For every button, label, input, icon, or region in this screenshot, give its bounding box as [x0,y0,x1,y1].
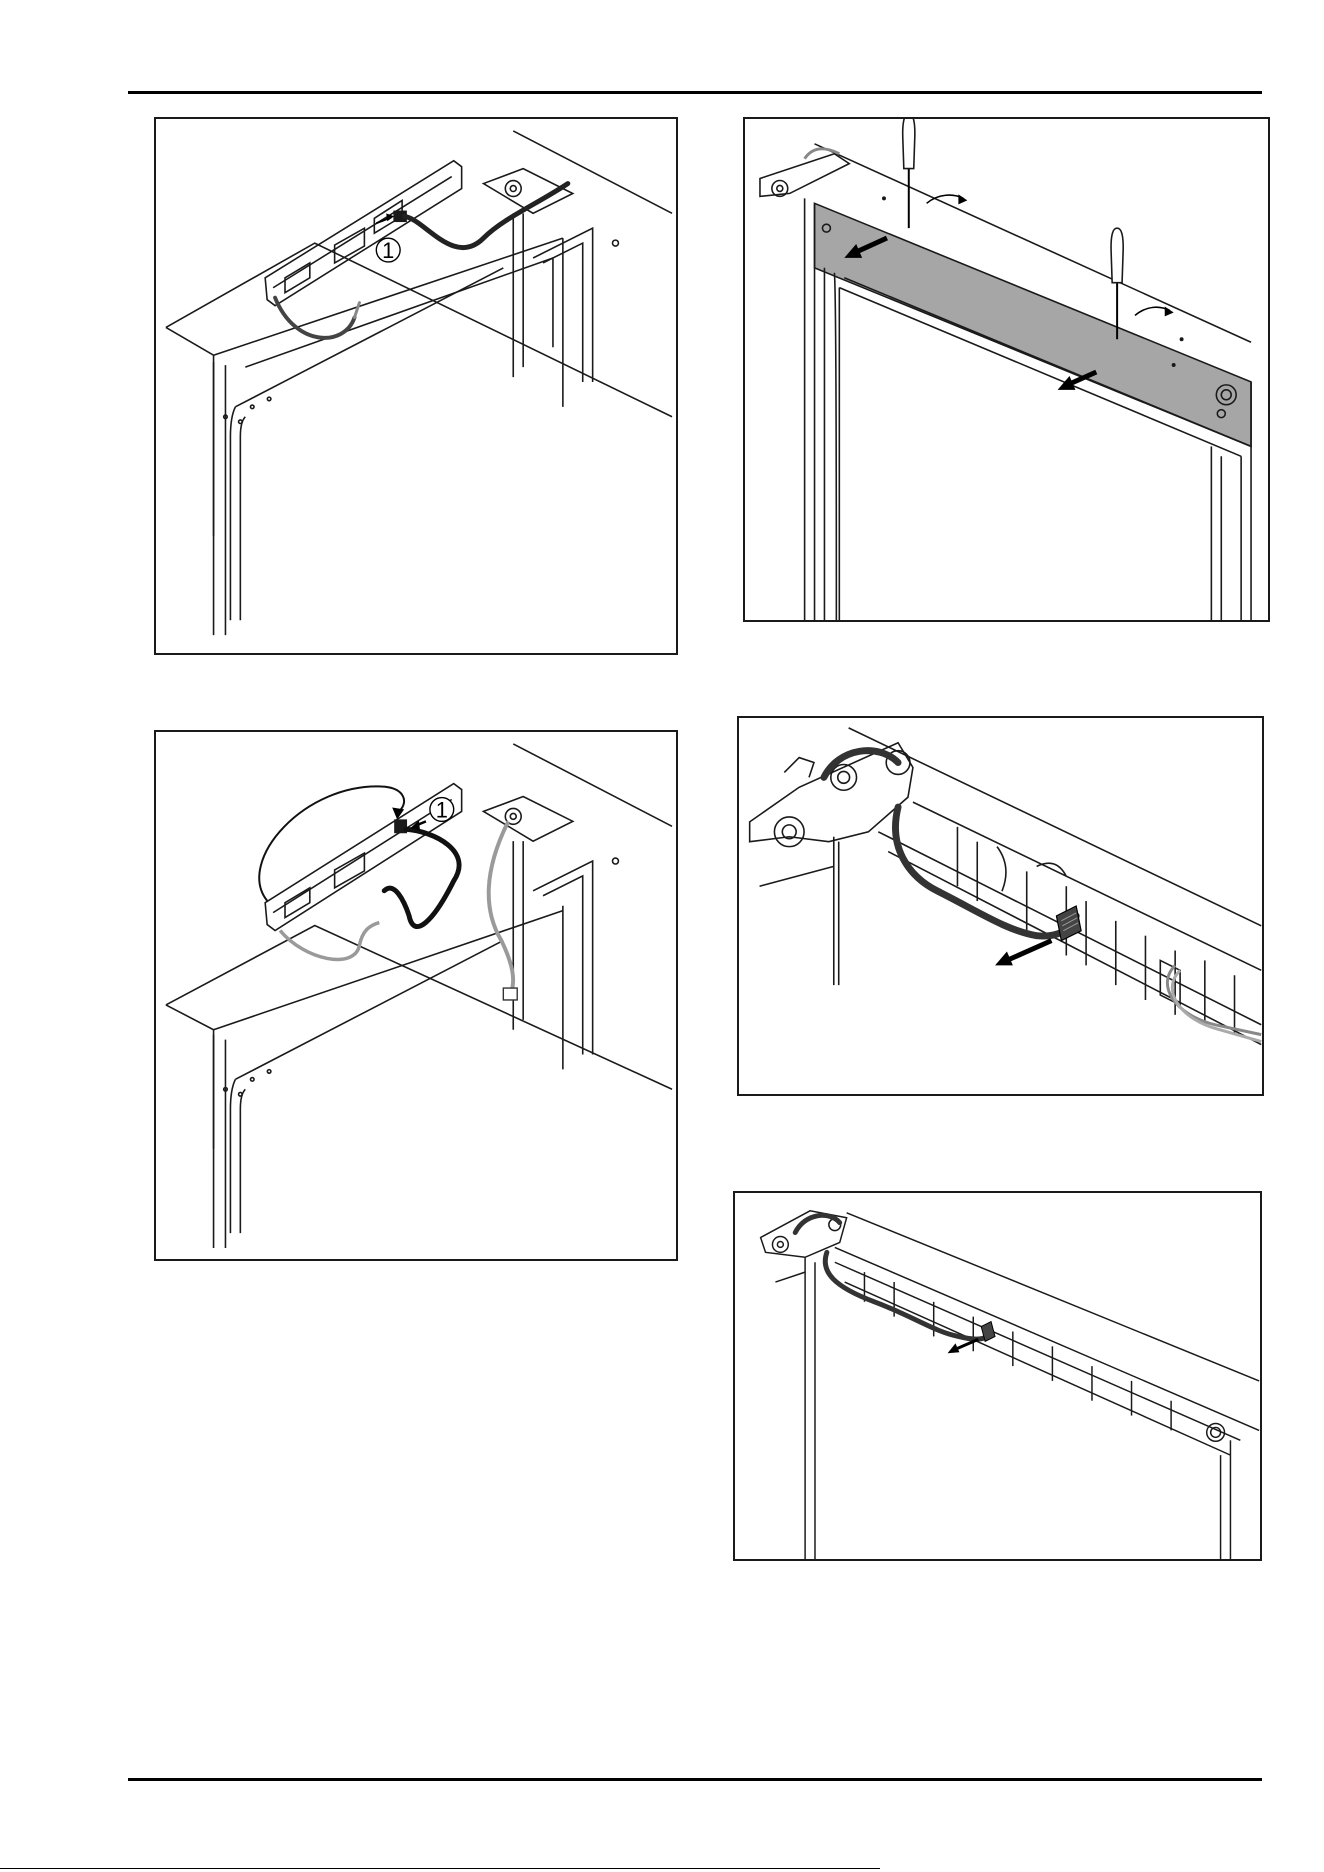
figure-4-hinge-cable-pull [737,716,1264,1096]
figure-4-illustration [739,718,1262,1094]
figure-3-illustration: 1 [156,732,676,1259]
figure-1-illustration: 1 [156,119,676,653]
header-rule [128,91,1262,94]
figure-5-illustration [735,1193,1260,1559]
figure-2-illustration [745,119,1268,620]
figure-2-cover-removal [743,117,1270,622]
footer-rule [128,1778,1262,1781]
callout-number: 1 [382,238,394,263]
footnote-rule [0,1868,880,1869]
callout-number: 1 [436,797,448,822]
figure-5-overview [733,1191,1262,1561]
figure-1-control-unit-disconnect: 1 [154,117,678,655]
figure-3-reconnect: 1 [154,730,678,1261]
